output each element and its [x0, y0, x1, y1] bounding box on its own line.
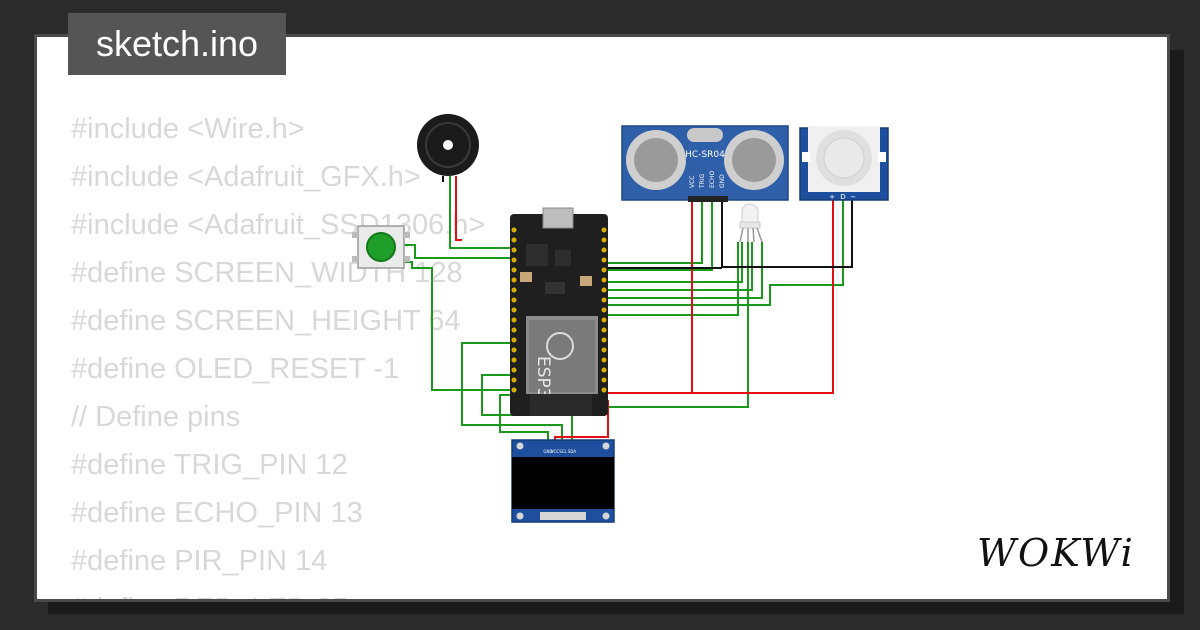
wire-sonar-trig: [608, 200, 703, 264]
code-line: #include <Wire.h>: [71, 113, 305, 145]
oled-pin-vcc: VCC: [551, 449, 560, 454]
wire-button: [404, 244, 510, 259]
sonar-pin-gnd: GND: [719, 174, 726, 188]
wire-led-3: [608, 242, 763, 299]
sonar-pin-trig: TRIG: [699, 173, 706, 189]
code-snippet: #include <Wire.h> #include <Adafruit_GFX.…: [71, 105, 486, 599]
wire-sonar-gnd: [721, 200, 853, 268]
buzzer[interactable]: [417, 114, 479, 182]
code-line: #define OLED_RESET -1: [71, 353, 400, 385]
wire-sonar-vcc: [608, 200, 693, 394]
sonar-pin-vcc: VCC: [689, 176, 696, 188]
code-line: #define RED_LED 25: [71, 585, 485, 599]
code-line: #include <Adafruit_SSD1306.h>: [71, 209, 486, 241]
wire-buzzer: [449, 176, 510, 249]
pir-sensor[interactable]: + D −: [799, 126, 889, 201]
wokwi-logo-text: WOKWi: [977, 531, 1135, 575]
rgb-led[interactable]: [739, 203, 763, 243]
wire-pir-vcc: [692, 200, 834, 394]
wire-led-gnd: [608, 242, 749, 408]
wire-oled-vcc: [554, 400, 609, 440]
wire-led-1: [608, 242, 743, 283]
wire-oled-gnd: [499, 394, 549, 440]
code-line: #include <Adafruit_GFX.h>: [71, 161, 421, 193]
code-line: #define PIR_PIN 14: [71, 545, 328, 577]
oled-display[interactable]: GND VCC SCL SDA: [511, 439, 615, 523]
pir-pin-d: D: [840, 193, 845, 201]
code-line: #define ECHO_PIN 13: [71, 497, 363, 529]
wokwi-logo: WOKWi: [977, 531, 1135, 575]
wire-oled-sda: [481, 374, 573, 440]
wire-button-2: [404, 261, 413, 268]
esp32-right-pins: [601, 227, 607, 393]
esp32-left-pins: [511, 227, 517, 393]
wire-button-gnd: [411, 262, 510, 391]
oled-pin-scl: SCL: [559, 449, 567, 454]
pir-pin-minus: −: [850, 193, 856, 201]
code-line: // Define pins: [71, 401, 241, 433]
file-tab[interactable]: sketch.ino: [68, 13, 286, 75]
wire-oled-scl: [461, 342, 563, 440]
esp32-board[interactable]: ESP32: [510, 207, 608, 416]
wire-buzzer-vcc: [455, 176, 462, 241]
sonar-pin-echo: ECHO: [709, 171, 716, 188]
wire-sonar-echo: [608, 200, 713, 271]
code-line: #define SCREEN_HEIGHT 64: [71, 305, 461, 337]
pir-pin-plus: +: [829, 193, 835, 201]
code-line: #define TRIG_PIN 12: [71, 449, 348, 481]
oled-pin-gnd: GND: [543, 449, 552, 454]
ultrasonic-sensor[interactable]: HC-SR04 VCC TRIG ECHO GND: [621, 125, 789, 202]
wire-pir-d: [608, 200, 844, 306]
wire-led-2: [608, 242, 753, 291]
oled-pin-sda: SDA: [568, 449, 577, 454]
push-button[interactable]: [352, 225, 410, 269]
wires: [404, 176, 853, 440]
sonar-label: HC-SR04: [685, 150, 725, 160]
